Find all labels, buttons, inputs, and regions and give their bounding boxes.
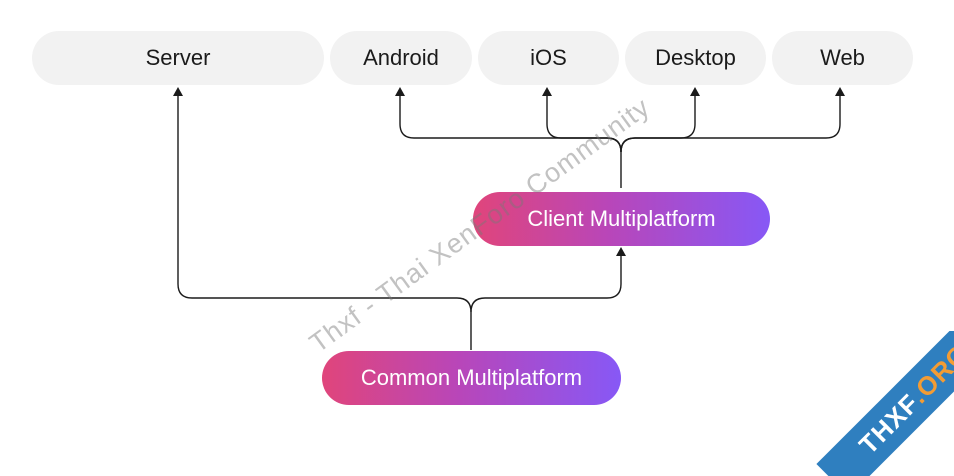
arrowhead-client <box>616 247 626 256</box>
target-server-label: Server <box>145 45 211 70</box>
connector-client-trunk <box>399 94 622 188</box>
module-common-multiplatform: Common Multiplatform <box>322 351 621 405</box>
target-server: Server <box>32 31 324 85</box>
module-client-label: Client Multiplatform <box>527 206 716 231</box>
arrowhead-android <box>395 87 405 96</box>
arrowhead-web <box>835 87 845 96</box>
connector-client-to-ios <box>546 94 622 153</box>
target-desktop: Desktop <box>625 31 766 85</box>
connector-common-to-client <box>470 254 622 313</box>
target-web: Web <box>772 31 913 85</box>
arrowhead-desktop <box>690 87 700 96</box>
target-ios: iOS <box>478 31 619 85</box>
module-common-label: Common Multiplatform <box>360 365 583 390</box>
connector-client-to-web <box>620 94 841 153</box>
target-android: Android <box>330 31 472 85</box>
corner-badge: THXF.ORG <box>809 331 954 476</box>
target-android-label: Android <box>363 45 439 70</box>
connector-common-trunk <box>177 94 472 350</box>
target-desktop-label: Desktop <box>655 45 736 70</box>
target-web-label: Web <box>820 45 865 70</box>
arrowhead-server <box>173 87 183 96</box>
module-client-multiplatform: Client Multiplatform <box>473 192 770 246</box>
target-ios-label: iOS <box>530 45 567 70</box>
connector-client-to-desktop <box>620 94 696 153</box>
arrowhead-ios <box>542 87 552 96</box>
corner-badge-band: THXF.ORG <box>816 331 954 476</box>
